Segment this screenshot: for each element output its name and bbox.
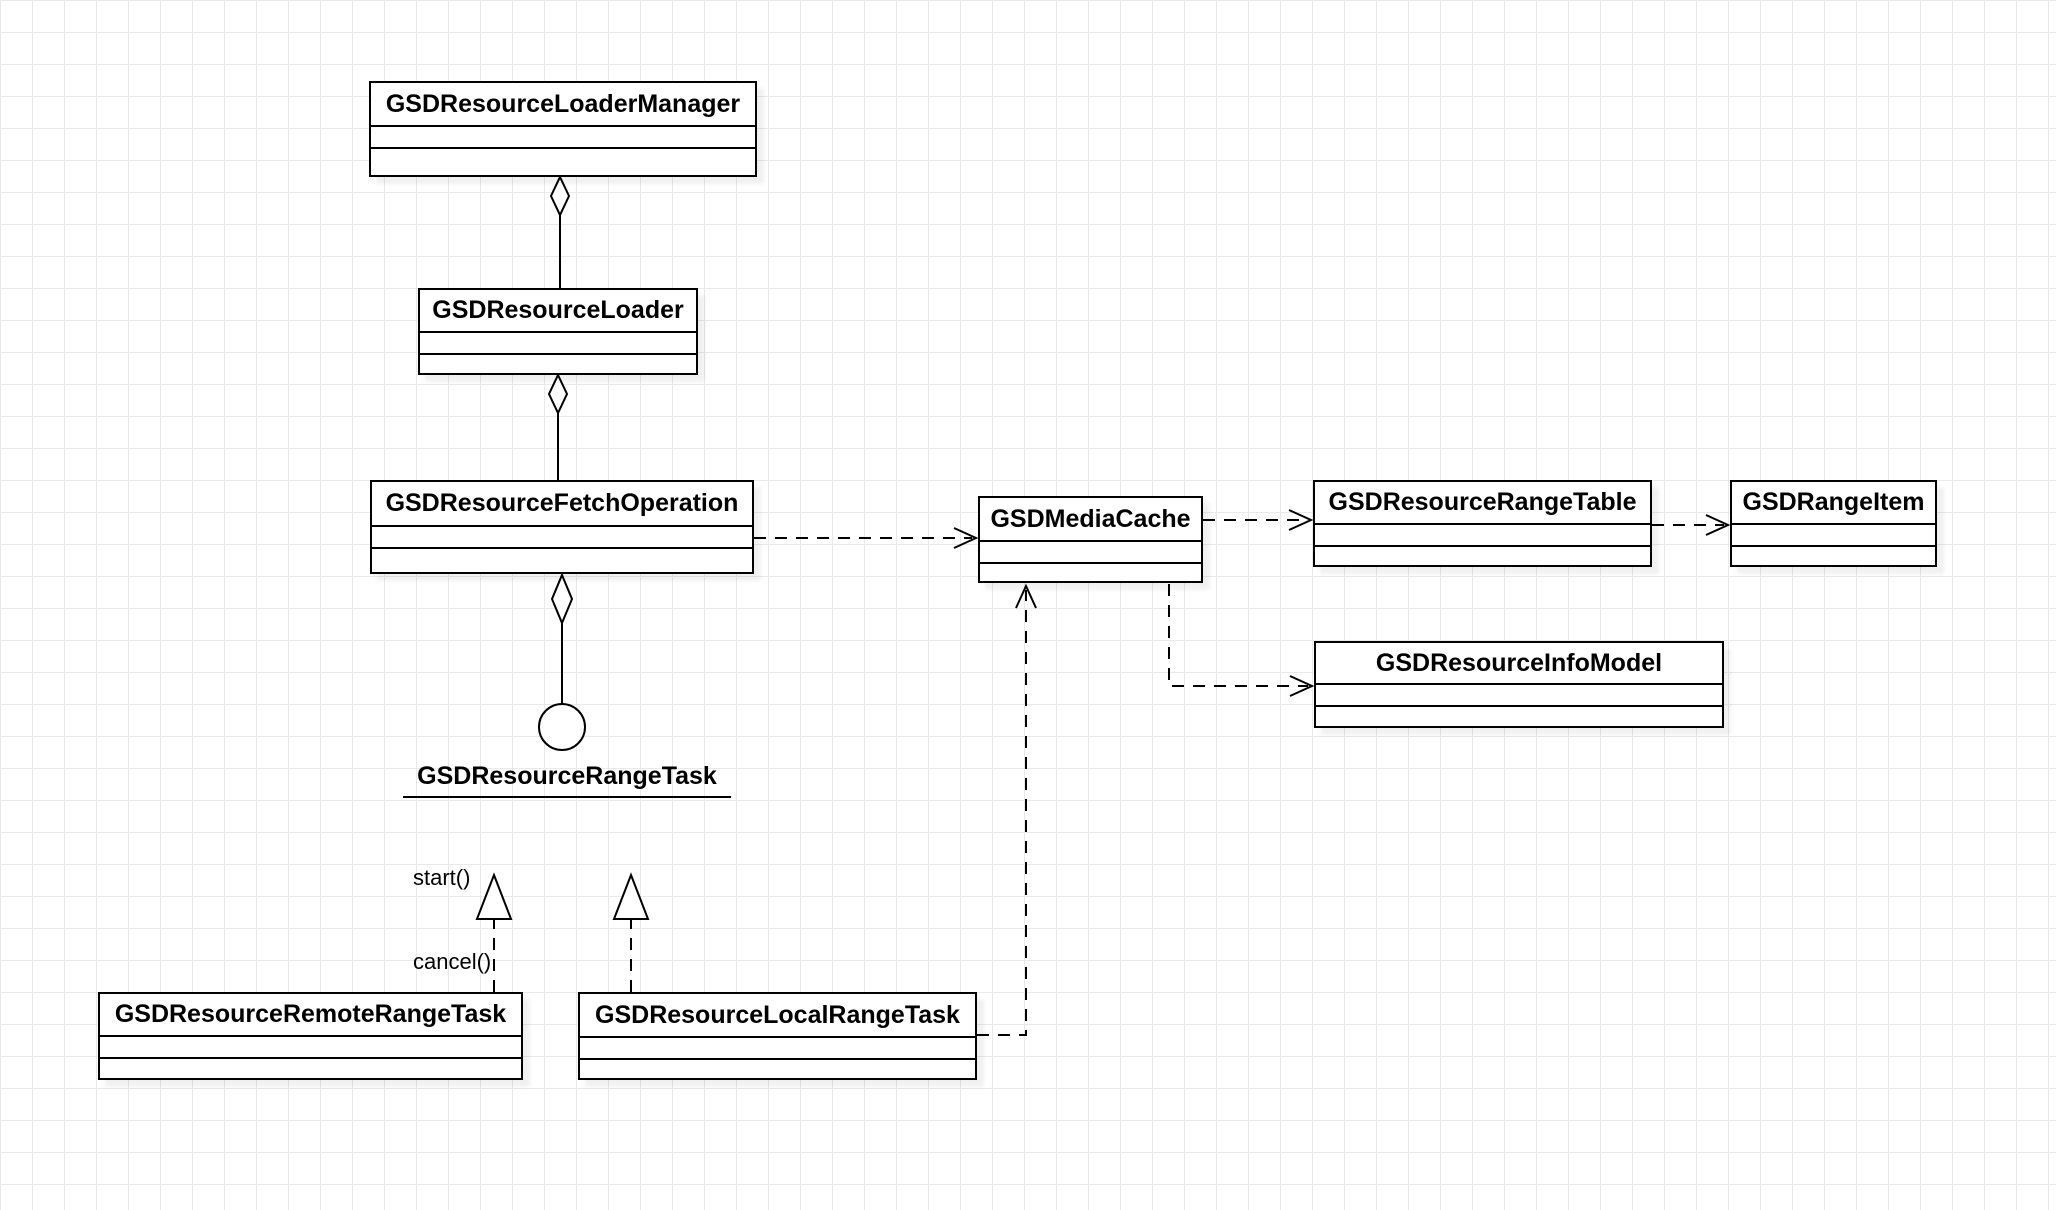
class-methods-compartment	[580, 1058, 975, 1078]
interface-gsdresourcerangetask-title[interactable]: GSDResourceRangeTask	[403, 756, 731, 798]
edge-realization-localrangetask-rangetask[interactable]	[612, 872, 650, 992]
interface-gsdresourcerangetask-methods[interactable]: start() cancel()	[413, 808, 491, 1032]
class-gsdresourceremoterangetask[interactable]: GSDResourceRemoteRangeTask	[98, 992, 523, 1080]
edge-dependency-rangetable-rangeitem[interactable]	[1652, 514, 1731, 536]
class-methods-compartment	[100, 1057, 521, 1078]
class-gsdresourcefetchoperation[interactable]: GSDResourceFetchOperation	[370, 480, 754, 574]
edge-dependency-localrangetask-mediacache[interactable]	[977, 583, 1037, 1036]
class-methods-compartment	[420, 353, 696, 373]
class-methods-compartment	[372, 547, 752, 572]
class-attributes-compartment	[100, 1035, 521, 1057]
class-title: GSDResourceRangeTable	[1328, 488, 1637, 516]
class-attributes-compartment	[372, 525, 752, 547]
class-title: GSDResourceLoader	[432, 296, 684, 324]
class-gsdmediacache[interactable]: GSDMediaCache	[978, 496, 1203, 583]
class-methods-compartment	[980, 562, 1201, 581]
class-attributes-compartment	[580, 1036, 975, 1058]
class-attributes-compartment	[1316, 683, 1722, 705]
class-title: GSDResourceInfoModel	[1375, 648, 1663, 677]
class-title: GSDResourceRemoteRangeTask	[114, 1000, 507, 1028]
class-methods-compartment	[1315, 545, 1650, 565]
class-attributes-compartment	[1315, 523, 1650, 545]
class-methods-compartment	[1316, 705, 1722, 726]
open-arrowhead-icon	[1288, 509, 1314, 531]
interface-lollipop-icon	[538, 703, 586, 751]
open-arrowhead-icon	[1705, 514, 1731, 536]
open-arrowhead-icon	[953, 527, 979, 549]
class-attributes-compartment	[980, 540, 1201, 562]
class-attributes-compartment	[371, 125, 755, 147]
class-gsdresourcerangetable[interactable]: GSDResourceRangeTable	[1313, 480, 1652, 567]
edge-dependency-fetchoperation-mediacache[interactable]	[754, 527, 979, 549]
class-title: GSDMediaCache	[990, 504, 1191, 533]
edge-aggregation-loader-fetchoperation[interactable]	[547, 372, 569, 480]
class-methods-compartment	[371, 147, 755, 175]
class-gsdresourceloader[interactable]: GSDResourceLoader	[418, 288, 698, 375]
class-gsdresourceloadermanager[interactable]: GSDResourceLoaderManager	[369, 81, 757, 177]
edge-dependency-mediacache-infomodel[interactable]	[1168, 584, 1315, 697]
edge-aggregation-loadermanager-loader[interactable]	[549, 174, 571, 288]
class-title: GSDRangeItem	[1742, 488, 1925, 516]
class-title: GSDResourceLocalRangeTask	[595, 1000, 960, 1029]
class-title: GSDResourceLoaderManager	[385, 89, 741, 118]
class-methods-compartment	[1732, 545, 1935, 565]
class-attributes-compartment	[420, 331, 696, 353]
class-attributes-compartment	[1732, 523, 1935, 545]
realization-triangle-icon	[612, 872, 650, 920]
interface-method: start()	[413, 865, 471, 890]
class-gsdrangeitem[interactable]: GSDRangeItem	[1730, 480, 1937, 567]
edge-dependency-mediacache-rangetable[interactable]	[1203, 509, 1314, 531]
class-gsdresourceinfomodel[interactable]: GSDResourceInfoModel	[1314, 641, 1724, 728]
aggregation-diamond-icon	[547, 372, 569, 416]
open-arrowhead-icon	[1289, 675, 1315, 697]
open-arrowhead-icon	[1015, 583, 1037, 609]
class-gsdresourcelocalrangetask[interactable]: GSDResourceLocalRangeTask	[578, 992, 977, 1080]
class-title: GSDResourceFetchOperation	[385, 489, 739, 517]
interface-method: cancel()	[413, 949, 492, 974]
aggregation-diamond-icon	[550, 572, 574, 626]
edge-aggregation-fetchoperation-rangetask[interactable]	[538, 572, 586, 751]
aggregation-diamond-icon	[549, 174, 571, 218]
